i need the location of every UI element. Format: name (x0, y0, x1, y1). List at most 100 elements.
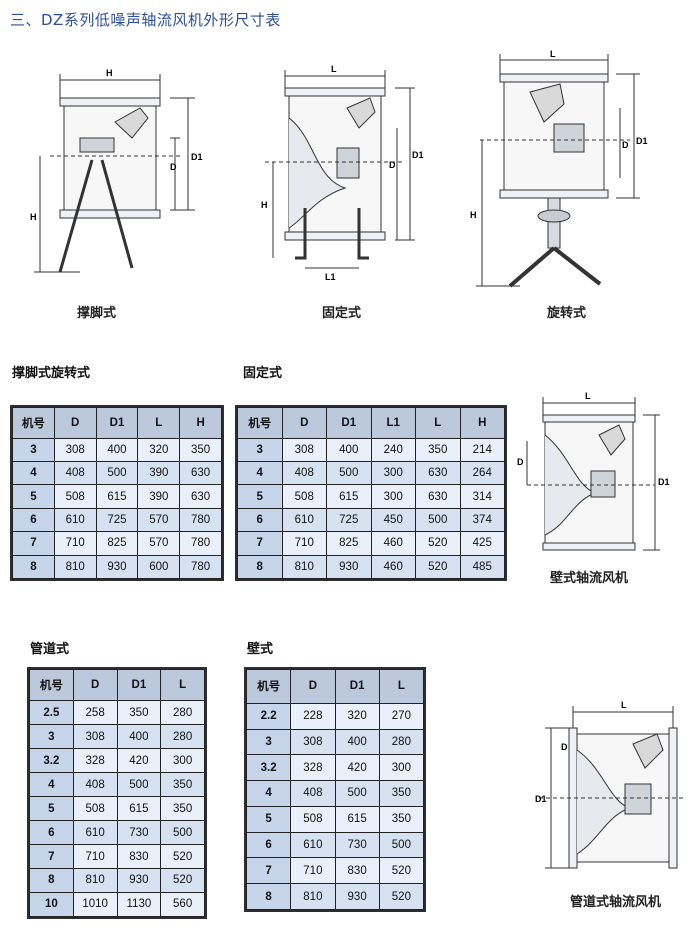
header-cell: L (160, 668, 205, 702)
cell: 308 (72, 724, 118, 750)
cell: 780 (179, 507, 222, 533)
dim-h-label: H (470, 210, 477, 220)
cell: 280 (378, 728, 425, 756)
dim-h-label: H (106, 68, 113, 78)
cell: 520 (415, 554, 461, 580)
cell: 308 (281, 437, 327, 462)
cell: 214 (459, 437, 505, 462)
cell: 560 (160, 891, 205, 918)
dim-l1-label: L1 (325, 272, 336, 282)
header-cell: 机号 (245, 669, 292, 704)
cell: 390 (137, 484, 181, 509)
rotary-type-caption: 旋转式 (547, 306, 587, 321)
cell: 725 (95, 507, 139, 533)
wall-table-title: 壁式 (247, 642, 274, 657)
table-header-row: 机号 D D1 L H (12, 407, 222, 439)
header-cell: L (378, 669, 425, 704)
cell: 520 (378, 857, 425, 885)
cell: 500 (415, 507, 461, 533)
fixed-type-caption: 固定式 (322, 306, 362, 321)
cell: 7 (245, 857, 292, 885)
wall-fan-caption: 壁式轴流风机 (550, 571, 629, 586)
header-cell: D1 (326, 407, 372, 439)
cell: 810 (53, 554, 97, 580)
cell: 500 (334, 780, 380, 807)
cell: 508 (53, 484, 97, 509)
cell: 314 (459, 484, 505, 509)
cell: 615 (334, 805, 380, 833)
cell: 328 (72, 748, 118, 774)
cell: 374 (459, 507, 505, 533)
cell: 8 (29, 868, 74, 893)
header-cell: L1 (370, 407, 416, 439)
cell: 400 (116, 724, 162, 750)
cell: 308 (290, 728, 336, 756)
cell: 780 (179, 531, 222, 556)
cell: 930 (116, 868, 162, 893)
dim-d1-label: D1 (535, 794, 547, 804)
cell: 500 (160, 820, 205, 846)
cell: 520 (160, 868, 205, 893)
cell: 600 (137, 554, 181, 580)
cell: 615 (95, 484, 139, 509)
dim-d-label: D (170, 162, 177, 172)
cell: 520 (378, 883, 425, 910)
cell: 6 (12, 507, 55, 533)
dim-d-label: D (561, 742, 568, 752)
cell: 300 (370, 484, 416, 509)
cell: 280 (160, 724, 205, 750)
cell: 810 (290, 883, 336, 910)
header-cell: D1 (334, 669, 380, 704)
cell: 408 (72, 772, 118, 798)
table-header-row: 机号 D D1 L (29, 668, 205, 702)
cell: 630 (179, 460, 222, 486)
cell: 425 (459, 531, 505, 556)
header-cell: 机号 (29, 668, 74, 702)
dim-d-label: D (517, 457, 524, 467)
header-cell: D (281, 407, 327, 439)
header-cell: D1 (116, 668, 162, 702)
cell: 630 (179, 484, 222, 509)
duct-fan-caption: 管道式轴流风机 (570, 895, 662, 910)
cell: 710 (290, 857, 336, 885)
fixed-table-title: 固定式 (243, 366, 283, 381)
cell: 8 (12, 554, 55, 580)
cell: 320 (334, 702, 380, 730)
dim-h2-label: H (30, 212, 37, 222)
cell: 4 (245, 780, 292, 807)
cell: 500 (116, 772, 162, 798)
header-cell: 机号 (12, 407, 55, 439)
cell: 520 (415, 531, 461, 556)
cell: 615 (116, 796, 162, 822)
cell: 830 (334, 857, 380, 885)
cell: 610 (72, 820, 118, 846)
dim-l-label: L (621, 700, 627, 710)
cell: 7 (237, 531, 283, 556)
cell: 350 (378, 805, 425, 833)
header-cell: D (72, 668, 118, 702)
cell: 320 (137, 437, 181, 462)
cell: 825 (326, 531, 372, 556)
cell: 810 (281, 554, 327, 580)
cell: 4 (12, 460, 55, 486)
cell: 2.5 (29, 700, 74, 726)
cell: 350 (160, 772, 205, 798)
dim-h-label: H (261, 200, 268, 210)
cell: 300 (378, 754, 425, 782)
cell: 240 (370, 437, 416, 462)
cell: 6 (29, 820, 74, 846)
fixed-type-drawing: L H D D1 L1 (261, 64, 424, 282)
cell: 308 (53, 437, 97, 462)
